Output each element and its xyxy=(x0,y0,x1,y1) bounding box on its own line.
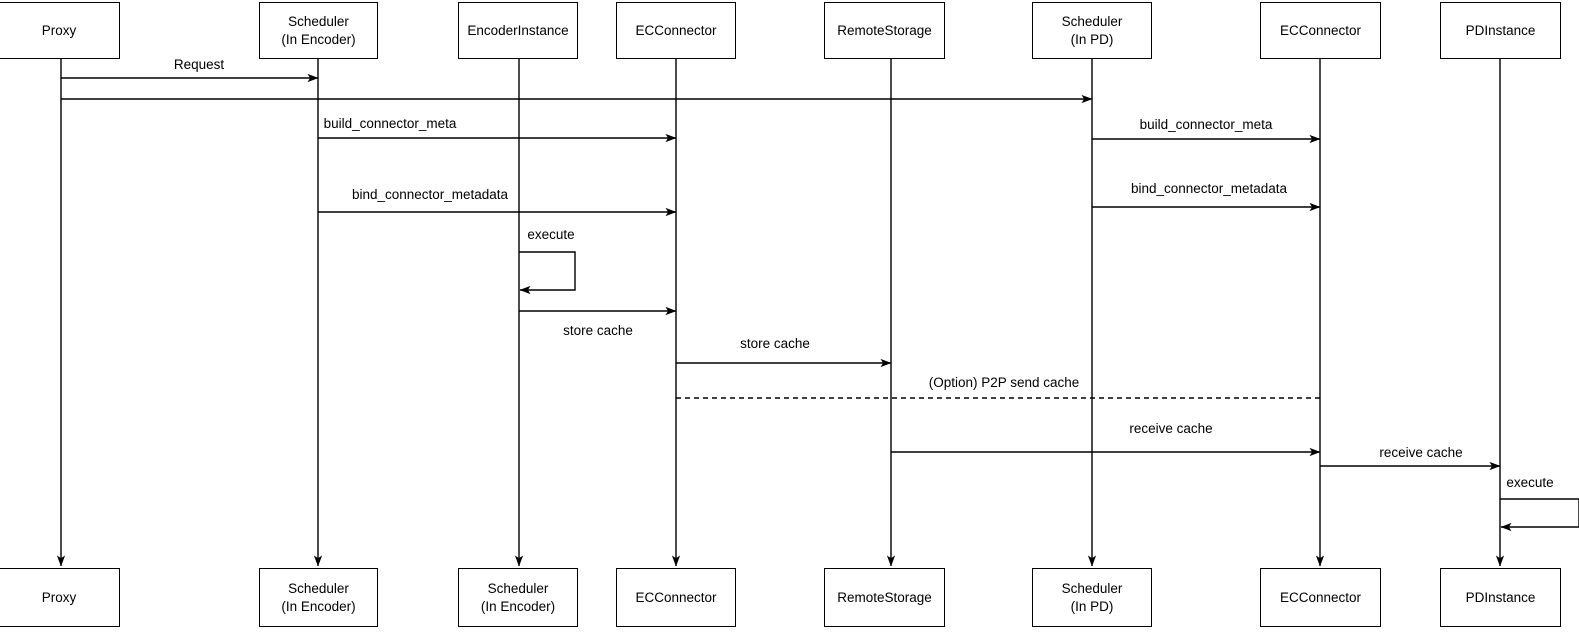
self-message-arrow-s2 xyxy=(1500,498,1579,532)
message-label-m3: build_connector_meta xyxy=(323,116,457,131)
message-label-m5: bind_connector_metadata xyxy=(351,187,509,202)
participant-label: PDInstance xyxy=(1465,22,1536,38)
participant-label-line2: (In PD) xyxy=(1070,31,1114,47)
participant-label: ECConnector xyxy=(1279,589,1362,605)
participant-box-bottom-encoderinstance: Scheduler (In Encoder) xyxy=(458,568,578,627)
participant-label-line1: Scheduler xyxy=(288,14,349,30)
participant-label: Proxy xyxy=(41,589,77,605)
self-message-label-s2: execute xyxy=(1506,475,1554,490)
participant-box-top-ecconnector-encoder: ECConnector xyxy=(616,2,736,59)
message-label-m9: (Option) P2P send cache xyxy=(928,375,1080,390)
self-message-arrow-s1 xyxy=(519,251,576,295)
participant-label: RemoteStorage xyxy=(837,22,932,38)
participant-box-bottom-ecconnector-pd: ECConnector xyxy=(1260,568,1381,627)
participant-label: Proxy xyxy=(41,22,77,38)
participant-label-line1: Scheduler xyxy=(1061,581,1123,597)
participant-box-top-remotestorage: RemoteStorage xyxy=(824,2,945,59)
message-label-m4: build_connector_meta xyxy=(1139,117,1273,132)
message-label-m6: bind_connector_metadata xyxy=(1130,181,1288,196)
participant-label-line2: (In Encoder) xyxy=(281,598,356,614)
participant-label: PDInstance xyxy=(1465,589,1536,605)
participant-label-line1: Scheduler xyxy=(288,581,349,597)
message-label-m1: Request xyxy=(173,57,225,72)
participant-label: RemoteStorage xyxy=(837,589,932,605)
participant-box-bottom-remotestorage: RemoteStorage xyxy=(824,568,945,627)
participant-box-top-encoderinstance: EncoderInstance xyxy=(458,2,578,59)
participant-box-top-proxy: Proxy xyxy=(0,2,120,59)
message-label-m7: store cache xyxy=(563,323,633,338)
message-label-m8: store cache xyxy=(740,336,810,351)
participant-box-bottom-proxy: Proxy xyxy=(0,568,120,627)
participant-label-line1: Scheduler xyxy=(487,581,549,597)
participant-label-line2: (In Encoder) xyxy=(480,598,556,614)
participant-box-bottom-pdinstance: PDInstance xyxy=(1440,568,1561,627)
participant-label: ECConnector xyxy=(635,589,717,605)
participant-box-top-ecconnector-pd: ECConnector xyxy=(1260,2,1381,59)
participant-label-line2: (In Encoder) xyxy=(281,31,356,47)
participant-box-bottom-scheduler-in-encoder: Scheduler (In Encoder) xyxy=(259,568,378,627)
self-message-label-s1: execute xyxy=(527,227,575,242)
message-label-m11: receive cache xyxy=(1379,445,1463,460)
participant-box-top-scheduler-in-encoder: Scheduler (In Encoder) xyxy=(259,2,378,59)
participant-label: ECConnector xyxy=(635,22,717,38)
participant-label: ECConnector xyxy=(1279,22,1362,38)
participant-label: EncoderInstance xyxy=(467,22,569,38)
participant-label-line1: Scheduler xyxy=(1061,14,1123,30)
message-label-m10: receive cache xyxy=(1129,421,1213,436)
participant-box-bottom-scheduler-in-pd: Scheduler (In PD) xyxy=(1032,568,1152,627)
participant-box-top-pdinstance: PDInstance xyxy=(1440,2,1561,59)
participant-box-bottom-ecconnector-encoder: ECConnector xyxy=(616,568,736,627)
participant-label-line2: (In PD) xyxy=(1070,598,1114,614)
participant-box-top-scheduler-in-pd: Scheduler (In PD) xyxy=(1032,2,1152,59)
